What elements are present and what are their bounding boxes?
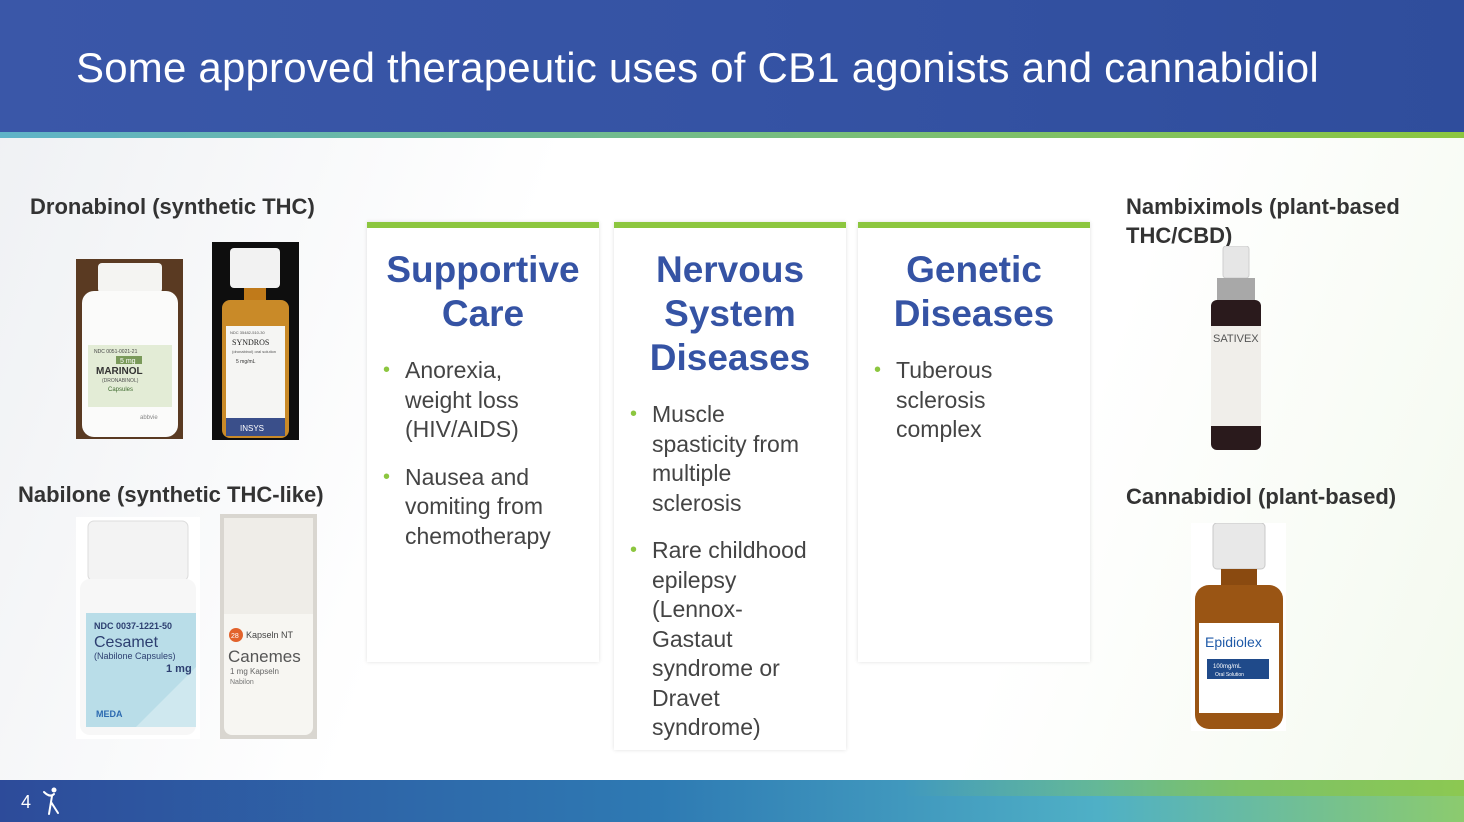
- page-number: 4: [21, 792, 32, 812]
- epidiolex-bottle-image: Epidiolex 100mg/mL Oral Solution: [1191, 523, 1286, 731]
- nabiximols-label: Nambiximols (plant-based THC/CBD): [1126, 194, 1400, 248]
- cesamet-bottle-image: NDC 0037-1221-50 Cesamet (Nabilone Capsu…: [76, 517, 200, 739]
- card-heading-line: Care: [441, 293, 525, 334]
- cesamet-sub: (Nabilone Capsules): [94, 651, 176, 661]
- canemes-caps: Kapseln NT: [246, 630, 294, 640]
- nabilone-label: Nabilone (synthetic THC-like): [18, 482, 324, 507]
- bullet-line: Tuberous: [896, 357, 993, 383]
- bullet-line: (HIV/AIDS): [405, 416, 519, 442]
- cesamet-name: Cesamet: [94, 634, 159, 651]
- marinol-name: MARINOL: [96, 366, 143, 377]
- card-genetic-diseases: Genetic Diseases Tuberous sclerosis comp…: [858, 222, 1090, 662]
- card-heading: Nervous System Diseases: [614, 248, 846, 380]
- bullet-list: Tuberous sclerosis complex: [874, 356, 1090, 445]
- card-heading: Genetic Diseases: [858, 248, 1090, 336]
- card-heading-line: Supportive: [386, 249, 580, 290]
- bullet-line: syndrome): [652, 714, 761, 740]
- bullet-list: Muscle spasticity from multiple sclerosi…: [630, 400, 846, 743]
- sativex-name: SATIVEX: [1213, 333, 1259, 345]
- marinol-dose: 5 mg: [120, 358, 136, 365]
- card-heading-line: Nervous: [655, 249, 805, 290]
- bullet-item: Nausea and vomiting from chemotherapy: [383, 463, 599, 552]
- bullet-line: sclerosis: [652, 489, 742, 516]
- epidiolex-dose: 100mg/mL: [1213, 664, 1242, 670]
- bullet-line: epilepsy: [652, 566, 737, 593]
- bullet-line: Anorexia,: [405, 357, 503, 383]
- bullet-line: Rare childhood: [652, 537, 807, 563]
- cesamet-dose: 1 mg: [166, 663, 192, 675]
- epidiolex-form: Oral Solution: [1215, 672, 1244, 678]
- canemes-sub: Nabilon: [230, 679, 254, 686]
- canemes-dose: 1 mg Kapseln: [230, 667, 279, 676]
- syndros-dose: 5 mg/mL: [236, 359, 256, 365]
- footer-bar: 4: [0, 780, 1464, 822]
- sativex-spray-image: SATIVEX: [1211, 246, 1261, 450]
- bullet-item: Muscle spasticity from multiple sclerosi…: [630, 400, 846, 518]
- cesamet-maker: MEDA: [96, 709, 123, 719]
- syndros-bottle-image: NDC 35482-510-30 SYNDROS (dronabinol) or…: [212, 242, 299, 440]
- marinol-maker: abbvie: [140, 415, 158, 421]
- bullet-line: complex: [896, 416, 982, 442]
- card-heading-line: Genetic: [906, 249, 1042, 290]
- syndros-sub: (dronabinol) oral solution: [232, 349, 276, 354]
- dronabinol-label: Dronabinol (synthetic THC): [30, 194, 315, 219]
- canemes-name: Canemes: [228, 647, 301, 666]
- bullet-line: Gastaut: [652, 625, 733, 652]
- bullet-line: spasticity from: [652, 430, 799, 457]
- bullet-list: Anorexia, weight loss (HIV/AIDS) Nausea …: [383, 356, 599, 552]
- bullet-item: Tuberous sclerosis complex: [874, 356, 1090, 445]
- card-heading-line: Diseases: [893, 293, 1055, 334]
- title-bar: [0, 0, 1464, 132]
- logo-figure-icon: [43, 787, 59, 815]
- bullet-line: Muscle: [652, 401, 725, 427]
- cesamet-ndc: NDC 0037-1221-50: [94, 621, 172, 631]
- bullet-line: (Lennox-: [652, 596, 743, 622]
- syndros-name: SYNDROS: [232, 338, 269, 347]
- canemes-bottle-image: 28 Kapseln NT Canemes 1 mg Kapseln Nabil…: [220, 514, 317, 739]
- card-heading-line: Diseases: [649, 337, 811, 378]
- marinol-form: Capsules: [108, 387, 133, 393]
- card-supportive-care: Supportive Care Anorexia, weight loss (H…: [367, 222, 599, 662]
- title-divider: [0, 132, 1464, 138]
- syndros-ndc: NDC 35482-510-30: [230, 330, 265, 335]
- bullet-line: Nausea and: [405, 463, 530, 490]
- bullet-item: Rare childhood epilepsy (Lennox- Gastaut…: [630, 536, 846, 743]
- bullet-line: weight loss: [405, 386, 519, 413]
- card-heading-line: System: [664, 293, 796, 334]
- card-nervous-system-diseases: Nervous System Diseases Muscle spasticit…: [614, 222, 846, 750]
- bullet-line: vomiting from: [405, 493, 544, 519]
- marinol-sub: (DRONABINOL): [102, 378, 139, 384]
- marinol-ndc: NDC 0051-0021-21: [94, 349, 138, 355]
- bullet-line: chemotherapy: [405, 522, 551, 549]
- bullet-item: Anorexia, weight loss (HIV/AIDS): [383, 356, 599, 445]
- bullet-line: Dravet: [652, 684, 720, 711]
- epidiolex-name: Epidiolex: [1205, 634, 1262, 650]
- slide-title: Some approved therapeutic uses of CB1 ag…: [76, 44, 1319, 91]
- marinol-bottle-image: NDC 0051-0021-21 5 mg MARINOL (DRONABINO…: [76, 259, 183, 439]
- card-heading: Supportive Care: [367, 248, 599, 336]
- canemes-badge: 28: [231, 633, 239, 640]
- syndros-maker: INSYS: [240, 424, 264, 433]
- bullet-line: sclerosis: [896, 386, 986, 413]
- cannabidiol-label: Cannabidiol (plant-based): [1126, 484, 1397, 509]
- bullet-line: multiple: [652, 460, 732, 486]
- bullet-line: syndrome or: [652, 655, 780, 681]
